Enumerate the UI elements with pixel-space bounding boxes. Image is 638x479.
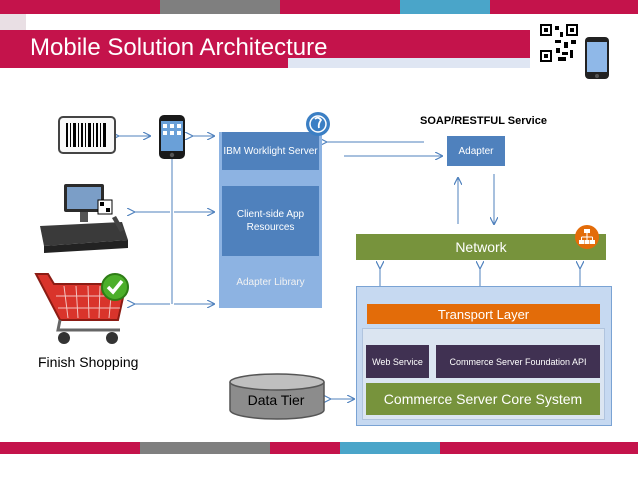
data-tier-label: Data Tier [247, 392, 305, 408]
transport-layer-box: Transport Layer [367, 304, 600, 324]
top-color-stripe [0, 0, 638, 14]
smartphone-icon [159, 115, 185, 159]
network-hierarchy-icon [575, 225, 599, 249]
finish-shopping-label: Finish Shopping [38, 354, 139, 370]
client-side-resources-box: Client-side App Resources [222, 186, 319, 256]
page-title: Mobile Solution Architecture [30, 34, 328, 61]
commerce-foundation-api-box: Commerce Server Foundation API [436, 345, 600, 378]
pos-terminal-icon [40, 184, 128, 253]
adapter-box: Adapter [447, 136, 505, 166]
ibm-worklight-logo-icon [306, 112, 330, 136]
commerce-core-system-box: Commerce Server Core System [366, 383, 600, 415]
qr-phone-icon [585, 37, 609, 79]
title-bar [0, 30, 530, 68]
bottom-color-stripe [0, 442, 638, 454]
qr-code-icon [538, 22, 580, 64]
checkmark-icon [101, 273, 129, 301]
adapter-library-box: Adapter Library [222, 268, 319, 296]
network-bar: Network [356, 234, 606, 260]
ibm-worklight-server-box: IBM Worklight Server [222, 132, 319, 170]
web-service-box: Web Service [366, 345, 429, 378]
soap-restful-service-label: SOAP/RESTFUL Service [420, 115, 547, 127]
barcode-icon [58, 116, 116, 154]
database-icon [229, 373, 325, 420]
